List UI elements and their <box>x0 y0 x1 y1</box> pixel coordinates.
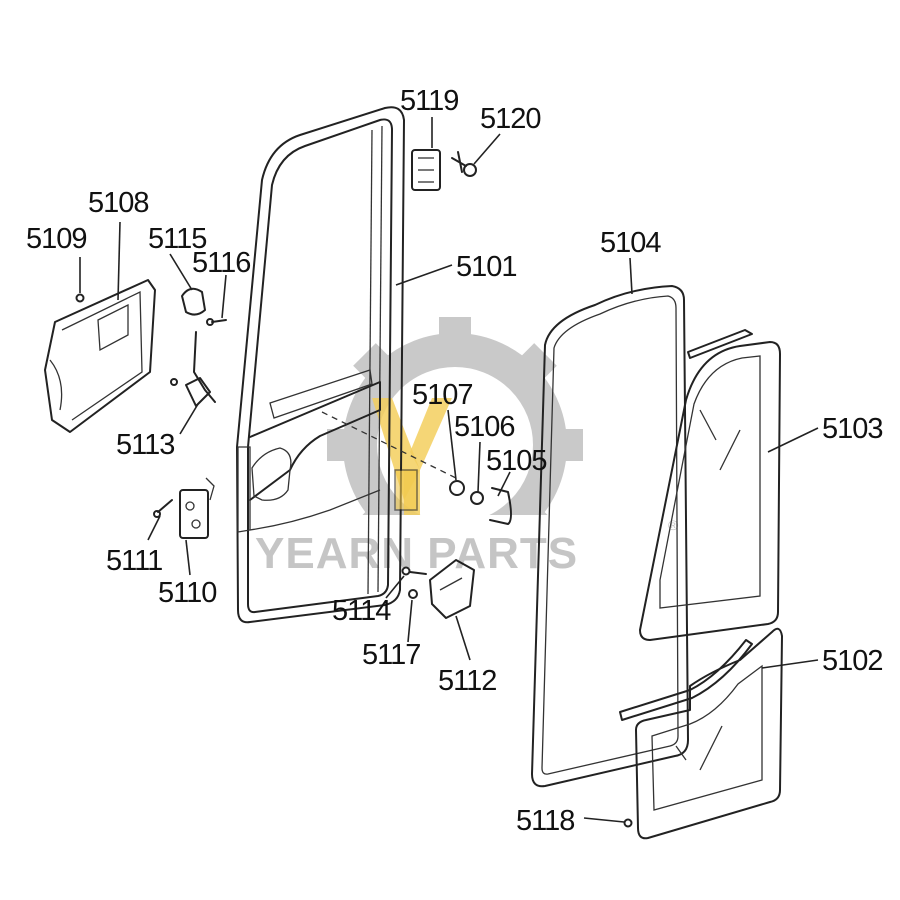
registered-mark: ® <box>668 517 679 533</box>
part-5112-handle <box>429 559 475 619</box>
part-5118-screw <box>623 818 633 828</box>
label-5103: 5103 <box>822 413 883 445</box>
part-5101-door-frame <box>236 106 461 624</box>
label-5115: 5115 <box>148 223 206 255</box>
label-5116: 5116 <box>192 247 250 279</box>
label-5105: 5105 <box>486 445 547 477</box>
part-5119-hinge <box>411 149 441 191</box>
watermark-logo: YEARN PARTS ® <box>255 317 679 578</box>
label-5114: 5114 <box>332 595 391 627</box>
label-5119: 5119 <box>400 85 458 117</box>
label-5113: 5113 <box>116 429 174 461</box>
label-5107: 5107 <box>412 379 473 411</box>
part-5102-lower-window <box>619 627 783 840</box>
label-5112: 5112 <box>438 665 496 697</box>
label-5102: 5102 <box>822 645 883 677</box>
part-5113-linkage <box>170 331 216 407</box>
label-5111: 5111 <box>106 545 162 577</box>
part-5111-screw <box>153 499 173 518</box>
label-5104: 5104 <box>600 227 661 259</box>
part-5115-knob <box>181 287 206 316</box>
label-5118: 5118 <box>516 805 574 837</box>
part-5103-upper-window <box>639 329 781 641</box>
part-5116-screw <box>206 318 227 326</box>
part-5114-screw <box>401 566 427 576</box>
part-5110-lock <box>179 477 215 539</box>
label-5120: 5120 <box>480 103 541 135</box>
label-5108: 5108 <box>88 187 149 219</box>
part-5109-screw <box>75 293 85 303</box>
label-5117: 5117 <box>362 639 420 671</box>
label-5110: 5110 <box>158 577 216 609</box>
part-5108-cover-panel <box>44 279 156 433</box>
part-labels: 5119 5120 5108 5109 5115 5116 5101 5104 … <box>26 85 884 837</box>
part-5120-bolt <box>451 151 477 177</box>
label-5101: 5101 <box>456 251 517 283</box>
door-latch <box>394 469 418 511</box>
leader-lines <box>79 117 819 823</box>
part-5106-washer <box>470 491 484 505</box>
part-5117-nut <box>408 589 418 599</box>
label-5109: 5109 <box>26 223 87 255</box>
part-5104-glass-seal <box>531 285 689 788</box>
label-5106: 5106 <box>454 411 515 443</box>
watermark-text: YEARN PARTS <box>255 529 578 578</box>
part-5105-striker <box>489 487 512 525</box>
part-5107-washer <box>449 480 465 496</box>
